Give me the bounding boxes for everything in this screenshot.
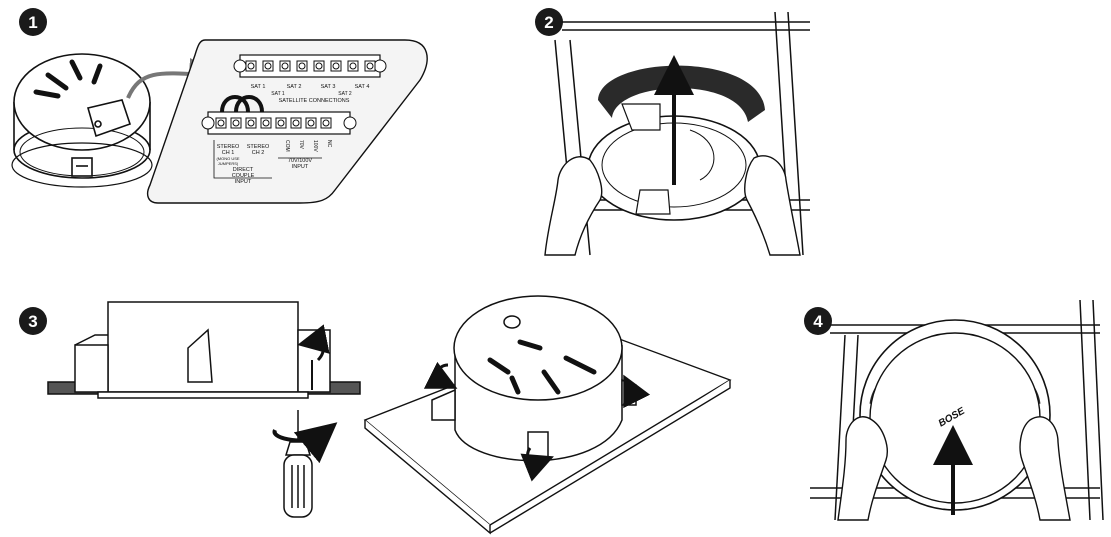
terminal-screw xyxy=(305,117,317,129)
jumper-wire xyxy=(220,95,250,113)
rotate-arrow-icon xyxy=(272,422,338,464)
terminal-screw-head xyxy=(232,119,240,127)
svg-text:DIRECT: DIRECT xyxy=(233,167,254,173)
ceiling-opening xyxy=(598,65,765,122)
terminal-screw-head xyxy=(262,119,270,127)
terminal-screw xyxy=(364,60,376,72)
step-1: 1 xyxy=(11,8,428,204)
terminal-screw xyxy=(347,60,359,72)
svg-text:SAT 2: SAT 2 xyxy=(287,84,302,90)
terminal-screw xyxy=(320,117,332,129)
terminal-screw-head xyxy=(217,119,225,127)
svg-text:SAT 1: SAT 1 xyxy=(251,84,266,90)
svg-text:INPUT: INPUT xyxy=(292,164,309,170)
terminal-screw xyxy=(275,117,287,129)
clamp-arrow-icon xyxy=(297,324,330,362)
step-3: 3 xyxy=(19,295,732,535)
svg-text:COM: COM xyxy=(284,140,290,152)
rotate-arrow-icon xyxy=(622,374,651,409)
svg-text:STEREO: STEREO xyxy=(247,144,270,150)
step-3-badge: 3 xyxy=(19,307,47,335)
svg-text:INPUT: INPUT xyxy=(235,179,252,185)
step-2-badge: 2 xyxy=(535,8,563,36)
terminal-screw xyxy=(296,60,308,72)
terminal-screw-head xyxy=(277,119,285,127)
terminal-screw xyxy=(260,117,272,129)
step-4-badge: 4 xyxy=(804,307,832,335)
terminal-screw xyxy=(313,60,325,72)
svg-text:SAT 2: SAT 2 xyxy=(338,91,352,97)
svg-text:70V: 70V xyxy=(298,140,304,150)
terminal-screw xyxy=(215,117,227,129)
svg-text:COUPLE: COUPLE xyxy=(232,173,255,179)
terminal-screw-head xyxy=(247,62,255,70)
svg-text:JUMPERS): JUMPERS) xyxy=(218,161,239,166)
svg-text:SAT 3: SAT 3 xyxy=(321,84,336,90)
svg-text:100V: 100V xyxy=(312,140,318,152)
grille xyxy=(859,319,1051,511)
speaker-can xyxy=(11,53,153,188)
svg-text:4: 4 xyxy=(813,312,823,331)
terminal-screw-head xyxy=(322,119,330,127)
terminal-screw-head xyxy=(264,62,272,70)
terminal-screw xyxy=(330,60,342,72)
hands xyxy=(837,416,1071,521)
rotate-arrow-icon xyxy=(423,361,458,389)
terminal-screw-head xyxy=(298,62,306,70)
svg-text:SATELLITE CONNECTIONS: SATELLITE CONNECTIONS xyxy=(279,98,350,104)
terminal-screw-head xyxy=(315,62,323,70)
svg-text:1: 1 xyxy=(28,13,37,32)
hands xyxy=(544,155,801,256)
terminal-screw-head xyxy=(281,62,289,70)
terminal-screw xyxy=(245,60,257,72)
svg-text:CH 1: CH 1 xyxy=(222,150,235,156)
terminal-screw-head xyxy=(307,119,315,127)
svg-text:2: 2 xyxy=(544,13,553,32)
step-4: 4 BOSE xyxy=(804,299,1104,521)
rotate-arrow-icon xyxy=(520,447,554,482)
svg-text:70V/100V: 70V/100V xyxy=(288,158,312,164)
svg-text:CH 2: CH 2 xyxy=(252,150,265,156)
input-terminal-strip: STEREO CH 1 (MONO USE JUMPERS) STEREO CH… xyxy=(201,95,357,185)
svg-text:STEREO: STEREO xyxy=(217,144,240,150)
step-2: 2 xyxy=(535,8,810,256)
jumper-wire xyxy=(234,95,264,113)
terminal-screw xyxy=(279,60,291,72)
svg-text:SAT 1: SAT 1 xyxy=(271,91,285,97)
terminal-screw-head xyxy=(332,62,340,70)
cross-section xyxy=(47,301,361,518)
terminal-screw-head xyxy=(366,62,374,70)
terminal-screw xyxy=(230,117,242,129)
terminal-screw-head xyxy=(247,119,255,127)
satellite-terminal-strip: SAT 1 SAT 2 SAT 3 SAT 4 SAT 1 SAT 2 SATE… xyxy=(233,54,387,104)
terminal-screw-head xyxy=(349,62,357,70)
terminal-screw xyxy=(290,117,302,129)
svg-text:NC: NC xyxy=(326,140,332,148)
svg-text:3: 3 xyxy=(28,312,37,331)
terminal-screw xyxy=(262,60,274,72)
terminal-panel: SAT 1 SAT 2 SAT 3 SAT 4 SAT 1 SAT 2 SATE… xyxy=(146,39,428,204)
speaker-can-installed xyxy=(431,295,637,462)
svg-text:SAT 4: SAT 4 xyxy=(355,84,370,90)
step-1-badge: 1 xyxy=(19,8,47,36)
svg-text:(MONO USE: (MONO USE xyxy=(216,156,239,161)
terminal-screw-head xyxy=(292,119,300,127)
terminal-screw xyxy=(245,117,257,129)
